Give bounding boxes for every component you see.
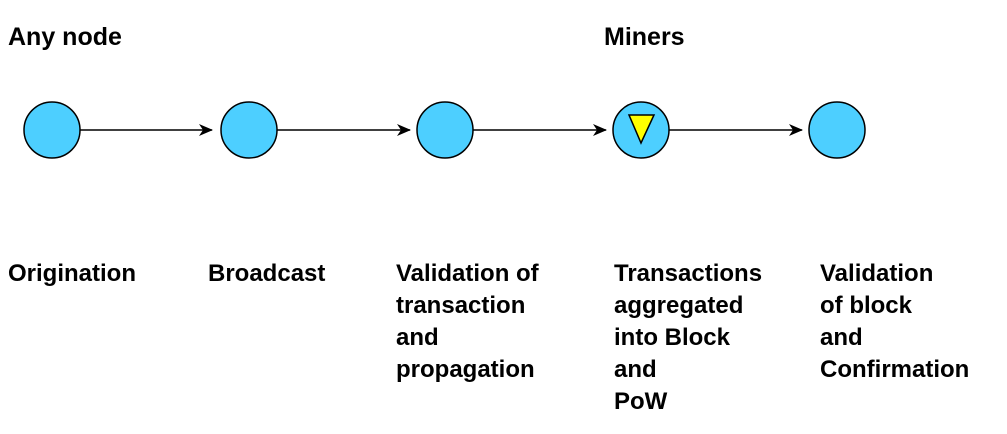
group-label-any-node: Any node	[8, 23, 122, 51]
miner-triangle-icon	[627, 114, 656, 145]
stage-label-validation-of-block: Validation of block and Confirmation	[820, 260, 970, 383]
node-origination	[23, 101, 81, 159]
group-label-miners: Miners	[604, 23, 685, 51]
stage-label-transactions-aggregated: Transactions aggregated into Block and P…	[614, 260, 763, 415]
node-validation-of-transaction	[416, 101, 474, 159]
stage-label-origination: Origination	[8, 260, 136, 287]
node-broadcast	[220, 101, 278, 159]
node-validation-of-block	[808, 101, 866, 159]
stage-label-broadcast: Broadcast	[208, 260, 326, 287]
stage-label-validation-of-transaction: Validation of transaction and propagatio…	[396, 260, 539, 383]
